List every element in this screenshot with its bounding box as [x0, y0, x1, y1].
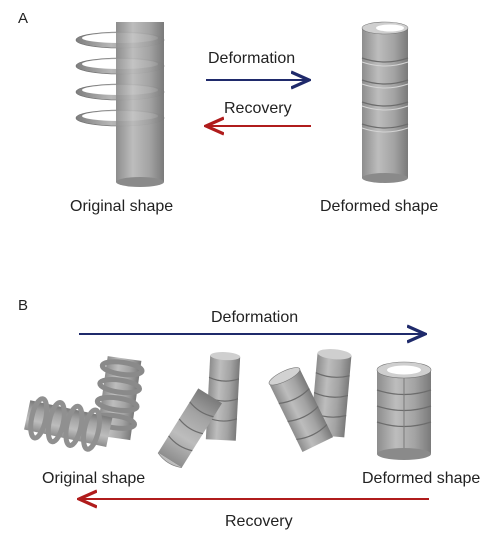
stage-2-shape-b — [157, 352, 241, 468]
stage-4-shape-b — [376, 361, 432, 460]
panel-a-label: A — [18, 10, 29, 27]
deformation-label-b: Deformation — [211, 309, 299, 326]
deformed-shape-label-b: Deformed shape — [362, 470, 481, 487]
original-shape-a — [75, 22, 165, 187]
deformation-label-a: Deformation — [208, 50, 296, 67]
deformed-shape-label-a: Deformed shape — [320, 198, 439, 215]
stage-3-shape-b — [268, 349, 352, 453]
original-shape-label-a: Original shape — [70, 198, 174, 215]
recovery-label-a: Recovery — [224, 100, 292, 117]
deformed-shape-a — [361, 21, 409, 183]
stage-1-shape-b — [24, 356, 145, 452]
panel-b-label: B — [18, 297, 29, 314]
original-shape-label-b: Original shape — [42, 470, 146, 487]
recovery-label-b: Recovery — [225, 513, 293, 530]
